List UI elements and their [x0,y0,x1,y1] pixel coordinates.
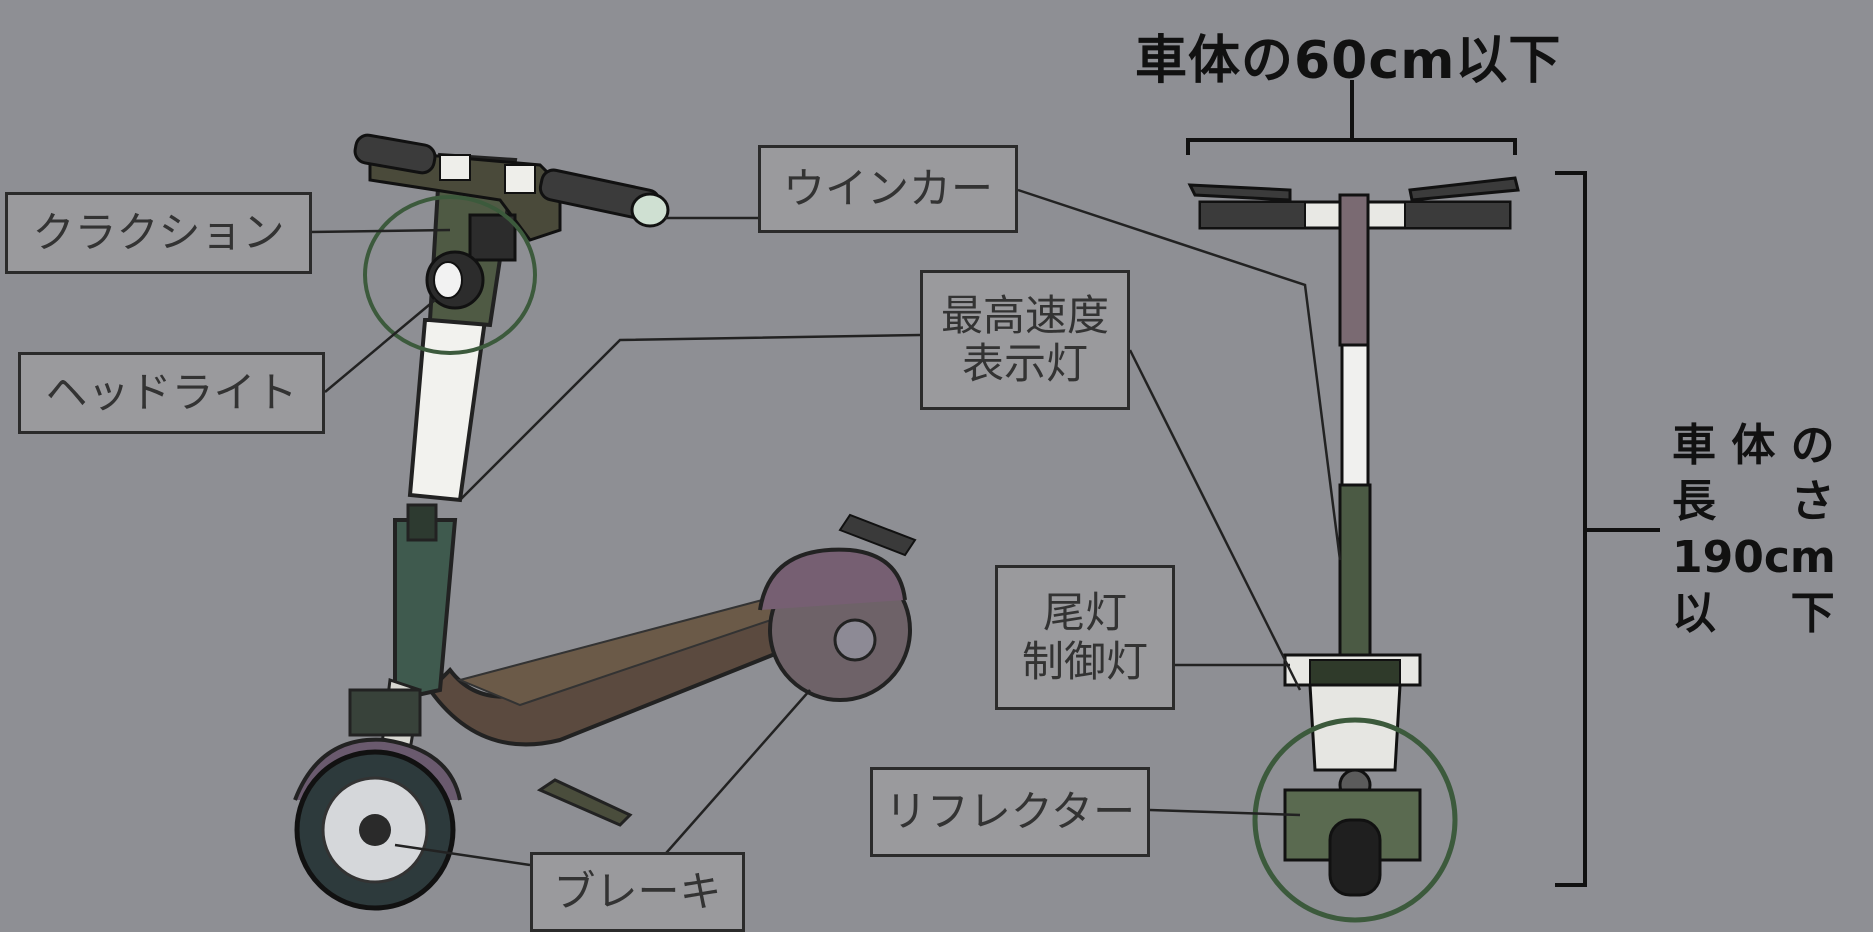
length-line-4: 以 下 [1672,588,1835,639]
label-horn: クラクション [5,192,312,274]
label-headlight: ヘッドライト [18,352,325,434]
label-tail-brake-light: 尾灯 制御灯 [995,565,1175,710]
width-limit-text: 車体の60cm以下 [1135,31,1562,91]
leader-lines [309,188,1342,867]
label-brake: ブレーキ [530,852,745,932]
length-line-3: 190cm [1672,532,1836,583]
label-turn-signal: ウインカー [758,145,1018,233]
label-max-speed-light: 最高速度 表示灯 [920,270,1130,410]
length-limit-text: 車 体 の 長 さ 190cm 以 下 [1672,418,1873,642]
length-line-2: 長 さ [1672,476,1835,527]
side-view-scooter [293,133,917,911]
length-line-1: 車 体 の [1672,420,1835,471]
rear-view-scooter [1186,80,1660,923]
label-reflector: リフレクター [870,767,1150,857]
